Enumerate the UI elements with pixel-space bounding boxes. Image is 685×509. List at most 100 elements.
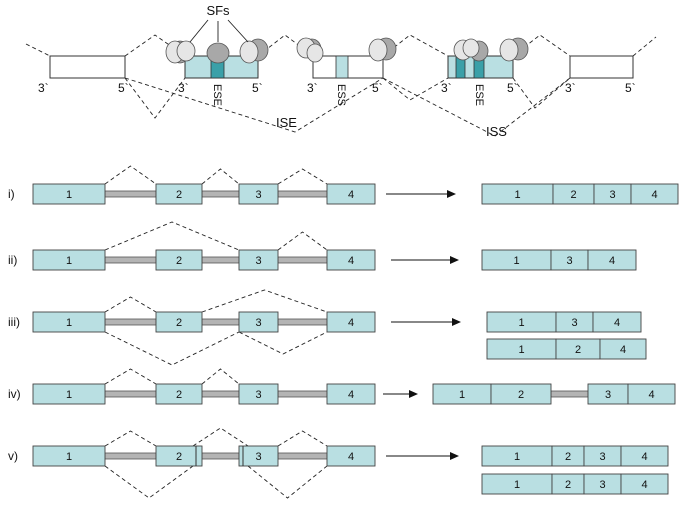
mrna-exon-number: 3 xyxy=(571,317,577,329)
exon-box xyxy=(32,249,106,271)
exon-number: 4 xyxy=(348,189,354,201)
mrna-exon-number: 4 xyxy=(614,317,620,329)
exon-box xyxy=(326,311,376,333)
ese-label-1: ESE xyxy=(211,84,223,106)
arrow-head xyxy=(447,190,456,198)
intron-bar xyxy=(104,256,157,264)
intron-bar xyxy=(104,390,157,398)
row-label: i) xyxy=(8,187,15,201)
exon-number: 4 xyxy=(348,255,354,267)
exon4-5-label: 5` xyxy=(507,81,518,95)
arrow-head xyxy=(450,452,459,460)
intron-bar xyxy=(201,390,240,398)
row-label: ii) xyxy=(8,253,17,267)
exon-number: 1 xyxy=(66,389,72,401)
exon-number: 1 xyxy=(66,255,72,267)
mrna-segment xyxy=(599,338,647,360)
mrna-exon-number: 4 xyxy=(609,255,615,267)
mrna-segment xyxy=(620,473,669,495)
iss-label: ISS xyxy=(486,124,507,139)
intron-bar xyxy=(201,318,240,326)
exon-number: 3 xyxy=(255,255,261,267)
arrow-head xyxy=(409,390,418,398)
mrna-exon-number: 3 xyxy=(599,479,605,491)
intron-bar xyxy=(201,452,240,460)
row-label: v) xyxy=(8,449,18,463)
intron-bar xyxy=(277,390,328,398)
mrna-exon-number: 4 xyxy=(641,479,647,491)
ess-label: ESS xyxy=(335,84,347,106)
sfs-label: SFs xyxy=(206,3,230,18)
exon-box xyxy=(238,445,279,467)
mrna-exon-number: 3 xyxy=(599,451,605,463)
exon-box xyxy=(155,183,203,205)
splice-path xyxy=(104,465,194,499)
exon-box xyxy=(155,311,203,333)
mrna-exon-number: 3 xyxy=(566,255,572,267)
exon-number: 1 xyxy=(66,451,72,463)
splice-path xyxy=(201,168,240,185)
intron-bar xyxy=(201,256,240,264)
intron-bar xyxy=(277,318,328,326)
mrna-exon-number: 1 xyxy=(518,317,524,329)
splice-path xyxy=(104,368,157,385)
mrna-segment xyxy=(587,249,637,271)
mrna-exon-number: 1 xyxy=(514,451,520,463)
mrna-segment xyxy=(490,383,552,405)
exon-box xyxy=(326,183,376,205)
splice-path xyxy=(277,430,328,447)
exon-number: 2 xyxy=(176,189,182,201)
splice-path xyxy=(277,231,328,251)
exon-number: 3 xyxy=(255,317,261,329)
intron-bar xyxy=(201,190,240,198)
mrna-exon-number: 1 xyxy=(514,479,520,491)
splice-path xyxy=(104,430,157,447)
mrna-exon-number: 3 xyxy=(609,189,615,201)
ise-label: ISE xyxy=(276,115,297,130)
retained-intron xyxy=(550,390,589,398)
exon2-3-label: 3` xyxy=(178,81,189,95)
intron-bar xyxy=(277,256,328,264)
row-label: iv) xyxy=(8,387,21,401)
exon-box xyxy=(326,383,376,405)
splice-path xyxy=(104,296,157,313)
sf-cluster-5 xyxy=(368,37,397,62)
sf-cluster-1 xyxy=(165,40,196,64)
exon-box xyxy=(155,249,203,271)
mrna-exon-number: 1 xyxy=(513,255,519,267)
mrna-exon-number: 4 xyxy=(651,189,657,201)
mrna-segment xyxy=(630,183,679,205)
mrna-exon-number: 1 xyxy=(514,189,520,201)
intron-bar xyxy=(277,452,328,460)
mrna-segment xyxy=(592,311,642,333)
sfs-pointer-lines xyxy=(189,19,249,43)
arrow-head xyxy=(452,318,461,326)
mrna-exon-number: 2 xyxy=(575,344,581,356)
exon-box xyxy=(238,249,279,271)
exon2-5-label: 5` xyxy=(252,81,263,95)
exon1-3-label: 3` xyxy=(38,81,49,95)
ess-element xyxy=(335,55,349,79)
exon-number: 4 xyxy=(348,389,354,401)
exon-box xyxy=(32,183,106,205)
mrna-exon-number: 2 xyxy=(565,479,571,491)
exon1-5-label: 5` xyxy=(118,81,129,95)
exon-number: 3 xyxy=(255,189,261,201)
ese-label-2: ESE xyxy=(473,84,485,106)
top-regulation-diagram: SFs 3` 5` 3` 5` 3` 5` 3` 5` 3` 5` ESE ES… xyxy=(25,3,657,139)
exon-box xyxy=(326,445,376,467)
top-exon-1 xyxy=(49,55,126,79)
splice-path xyxy=(238,331,328,355)
mrna-exon-number: 2 xyxy=(570,189,576,201)
exon-number: 3 xyxy=(255,451,261,463)
sf-cluster-2 xyxy=(206,42,230,64)
splice-path xyxy=(201,289,328,313)
intron-bar xyxy=(104,318,157,326)
mrna-exon-number: 2 xyxy=(518,389,524,401)
exon-number: 1 xyxy=(66,317,72,329)
intron-bar xyxy=(104,190,157,198)
sf-cluster-6 xyxy=(453,38,489,62)
